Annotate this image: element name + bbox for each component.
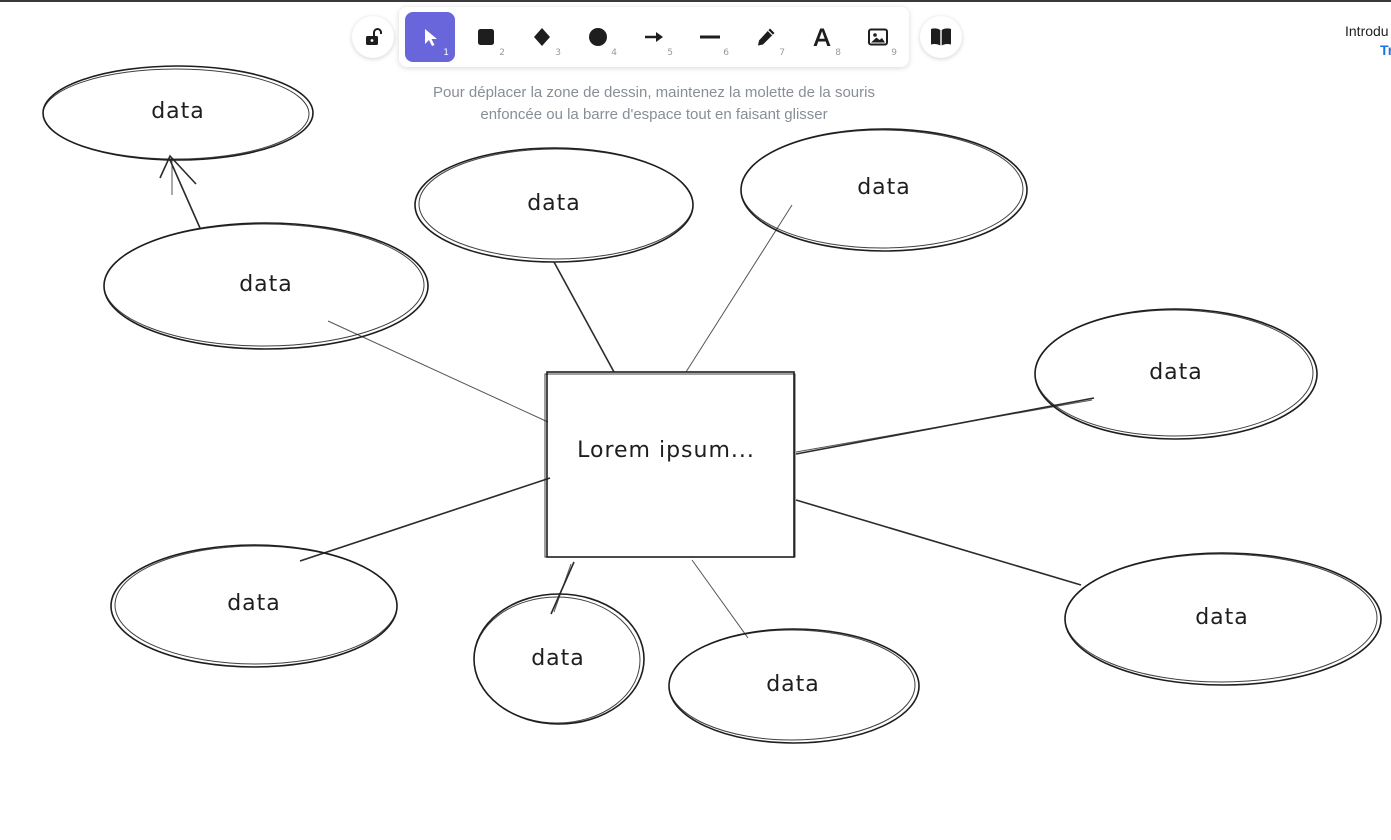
circle-icon <box>589 28 607 46</box>
tool-ellipse[interactable]: 4 <box>573 12 623 62</box>
unlock-icon <box>366 28 382 45</box>
center-rectangle-stroke <box>544 373 796 558</box>
node-right-lower[interactable]: data <box>1064 552 1382 686</box>
node-label: data <box>527 191 581 216</box>
hint-line-1: Pour déplacer la zone de dessin, mainten… <box>433 84 875 101</box>
pointer-icon <box>425 29 437 46</box>
tool-shortcut: 9 <box>891 48 897 58</box>
node-label: data <box>1149 360 1203 385</box>
connector-line[interactable] <box>795 499 1082 586</box>
node-top-right[interactable]: data <box>740 128 1028 252</box>
book-icon <box>931 28 951 46</box>
node-left-upper[interactable]: data <box>103 222 429 350</box>
node-label: data <box>766 672 820 697</box>
lock-button[interactable] <box>352 16 394 58</box>
node-right-upper[interactable]: data <box>1034 308 1318 440</box>
tool-shortcut: 1 <box>443 48 449 58</box>
arrow-icon <box>645 32 663 42</box>
node-ellipse-stroke <box>740 129 1024 249</box>
connectors <box>159 154 1095 639</box>
connector-line-stroke <box>553 563 572 613</box>
shape-toolbar: 1 2 3 4 5 <box>399 7 909 67</box>
center-rectangle-shape <box>546 371 795 558</box>
node-ellipse-stroke <box>1064 553 1378 683</box>
tool-shortcut: 3 <box>555 48 561 58</box>
node-bottom-center-left[interactable]: data <box>473 593 645 725</box>
node-ellipse-stroke <box>114 545 398 665</box>
help-intro-text: Introdu <box>1345 23 1389 39</box>
line-icon <box>700 35 720 39</box>
hint-line-2: enfoncée ou la barre d'espace tout en fa… <box>480 106 828 123</box>
diamond-icon <box>534 28 550 46</box>
node-ellipse-stroke <box>42 68 310 160</box>
tool-shortcut: 5 <box>667 48 673 58</box>
tool-arrow[interactable]: 5 <box>629 12 679 62</box>
connector-line[interactable] <box>299 477 551 562</box>
tool-rectangle[interactable]: 2 <box>461 12 511 62</box>
tool-diamond[interactable]: 3 <box>517 12 567 62</box>
node-ellipse-stroke <box>418 148 694 260</box>
image-icon <box>868 28 888 46</box>
node-label: data <box>857 175 911 200</box>
connector-line[interactable] <box>691 559 749 639</box>
node-label: data <box>531 646 585 671</box>
tool-text[interactable]: 8 <box>797 12 847 62</box>
connector-line[interactable] <box>327 320 549 423</box>
library-button[interactable] <box>920 16 962 58</box>
tool-shortcut: 2 <box>499 48 505 58</box>
node-left-lower[interactable]: data <box>110 544 398 668</box>
tool-image[interactable]: 9 <box>853 12 903 62</box>
center-rectangle[interactable]: Lorem ipsum... <box>544 371 796 558</box>
connector-line[interactable] <box>553 261 615 373</box>
tool-shortcut: 4 <box>611 48 617 58</box>
canvas-hint: Pour déplacer la zone de dessin, mainten… <box>404 82 904 126</box>
tool-shortcut: 6 <box>723 48 729 58</box>
arrowhead <box>159 154 197 185</box>
rectangle-icon <box>478 29 494 45</box>
text-icon <box>813 28 831 46</box>
node-ellipse-stroke <box>668 629 916 741</box>
node-label: data <box>227 591 281 616</box>
node-top-center[interactable]: data <box>414 147 694 263</box>
node-ellipse-stroke <box>473 596 641 724</box>
window-top-border <box>0 0 1391 2</box>
tool-line[interactable]: 6 <box>685 12 735 62</box>
arrow-connector[interactable] <box>169 159 201 229</box>
connector-line[interactable] <box>685 204 793 373</box>
center-label: Lorem ipsum... <box>577 438 755 463</box>
node-ellipse-stroke <box>1034 309 1314 437</box>
connector-line-stroke <box>795 399 1093 453</box>
node-ellipse-stroke <box>103 223 425 347</box>
node-label: data <box>151 99 205 124</box>
help-link[interactable]: Tr <box>1380 42 1391 58</box>
tool-draw[interactable]: 7 <box>741 12 791 62</box>
tool-selection[interactable]: 1 <box>405 12 455 62</box>
tool-shortcut: 8 <box>835 48 841 58</box>
pencil-icon <box>758 28 775 46</box>
node-label: data <box>1195 605 1249 630</box>
node-label: data <box>239 272 293 297</box>
tool-shortcut: 7 <box>779 48 785 58</box>
node-top-left[interactable]: data <box>42 65 314 161</box>
node-bottom-center-right[interactable]: data <box>668 628 920 744</box>
